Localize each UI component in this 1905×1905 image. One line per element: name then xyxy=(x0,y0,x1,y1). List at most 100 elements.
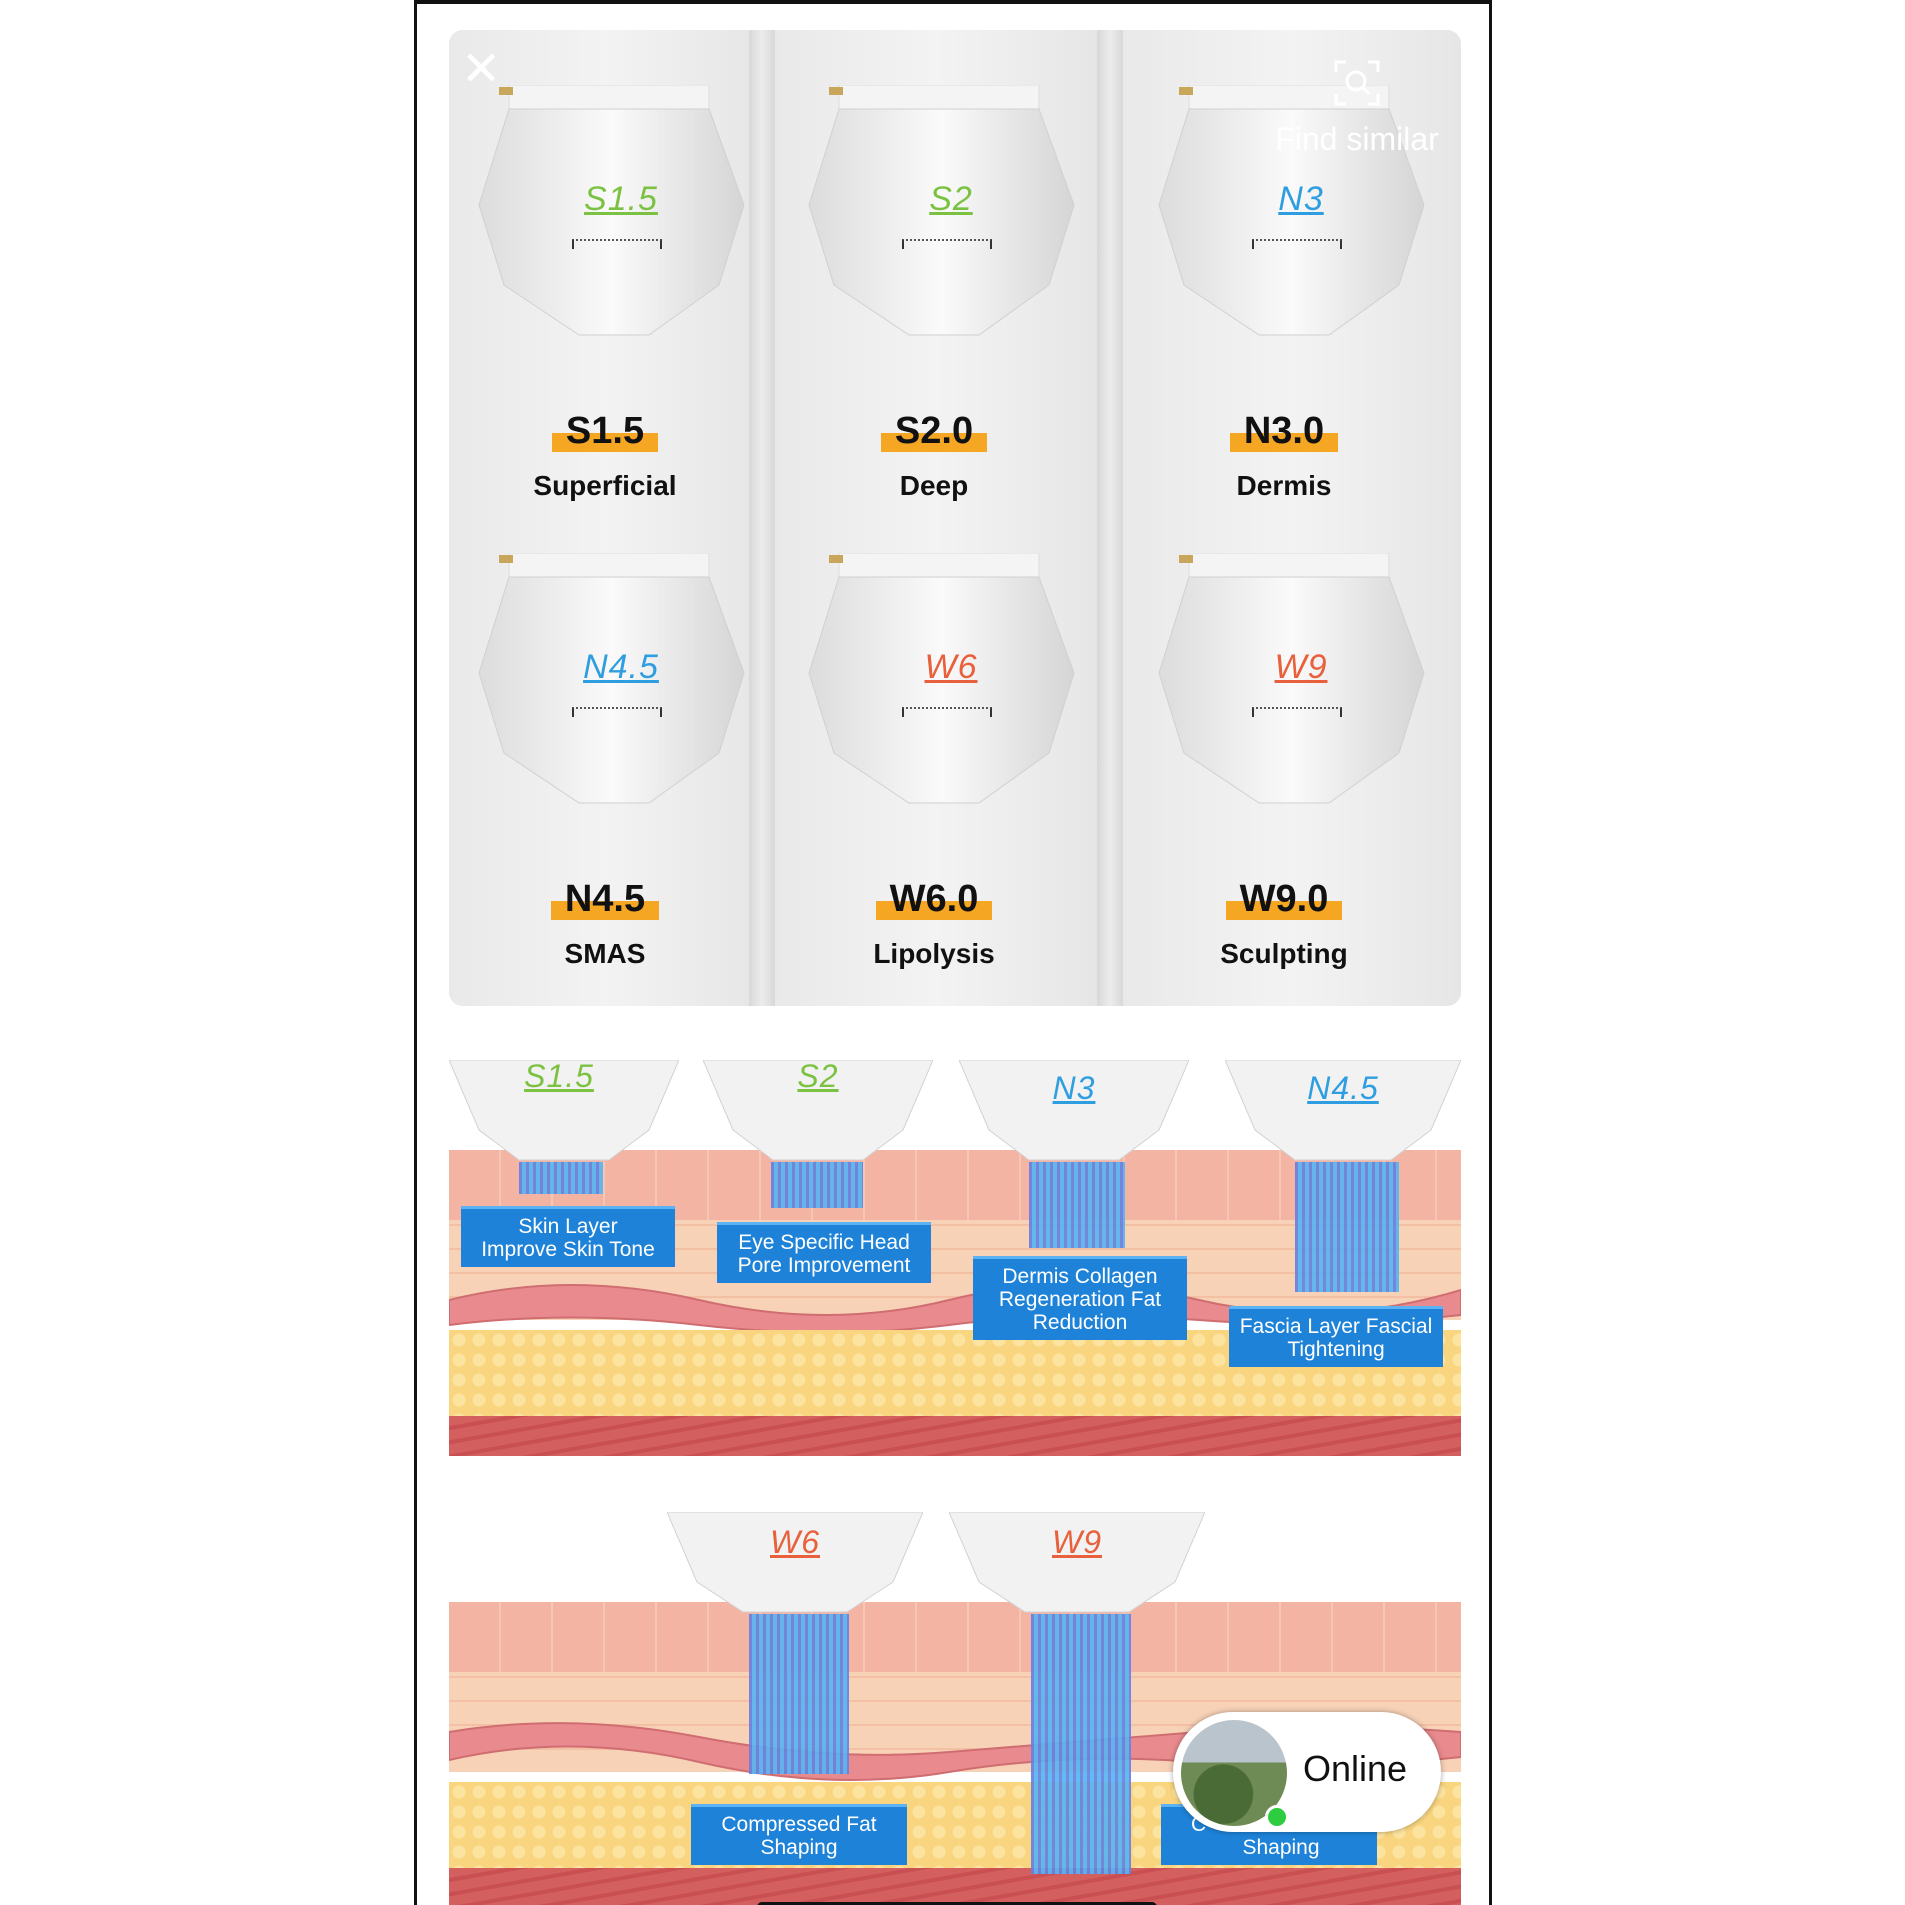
info-box: Fascia Layer Fascial Tightening xyxy=(1229,1306,1443,1367)
ultrasound-beam xyxy=(771,1162,863,1208)
head-cell-s15[interactable]: S1.5 S1.5 Superficial xyxy=(449,30,769,501)
head-code: N3.0 xyxy=(1129,410,1439,453)
find-similar-button[interactable]: Find similar xyxy=(1262,58,1452,158)
depth-scale-icon xyxy=(572,239,662,249)
probe-code-label: W6 xyxy=(924,648,978,686)
close-button[interactable]: ✕ xyxy=(461,46,501,94)
info-box: Dermis Collagen Regeneration Fat Reducti… xyxy=(973,1256,1187,1340)
ultrasound-beam xyxy=(749,1614,849,1774)
diagram-head xyxy=(449,1060,680,1170)
online-chat-button[interactable]: Online xyxy=(1173,1712,1441,1832)
head-code: W9.0 xyxy=(1129,878,1439,921)
close-icon: ✕ xyxy=(461,43,502,96)
info-box: Eye Specific Head Pore Improvement xyxy=(717,1222,931,1283)
magnifier-frame-icon xyxy=(1334,60,1380,106)
head-code: S1.5 xyxy=(449,410,761,453)
epidermis-layer xyxy=(449,1602,1461,1672)
info-line: Pore Improvement xyxy=(737,1254,911,1277)
transducer-probe-icon xyxy=(1158,85,1425,336)
info-line: Eye Specific Head xyxy=(738,1231,910,1254)
head-cell-w90[interactable]: W9 W9.0 Sculpting xyxy=(1129,498,1449,969)
diagram-head xyxy=(1224,1060,1461,1170)
diagram-head xyxy=(702,1060,934,1170)
head-code-text: W6.0 xyxy=(875,878,993,920)
transducer-probe-icon xyxy=(808,85,1075,336)
info-line: Reduction xyxy=(1032,1311,1128,1334)
transducer-probe-icon xyxy=(702,1060,934,1161)
phone-viewport: S1.5 S1.5 Superficial S2 S2.0 Deep N3 xyxy=(414,0,1492,1905)
head-code: W6.0 xyxy=(779,878,1089,921)
ultrasound-beam xyxy=(519,1162,603,1194)
info-line: Tightening xyxy=(1287,1338,1385,1361)
head-description: Dermis xyxy=(1236,470,1332,501)
transducer-probe-icon xyxy=(808,553,1075,804)
head-code-text: S1.5 xyxy=(551,410,659,452)
head-description: Superficial xyxy=(533,470,677,501)
head-code: S2.0 xyxy=(779,410,1089,453)
head-code-text: S2.0 xyxy=(880,410,988,452)
head-description: Sculpting xyxy=(1220,938,1348,969)
info-line: Regeneration Fat xyxy=(998,1288,1162,1311)
grid-divider xyxy=(749,30,775,1006)
info-line: Shaping xyxy=(1242,1836,1320,1859)
transducer-probe-icon xyxy=(478,553,745,804)
grid-divider xyxy=(1097,30,1123,1006)
head-description: SMAS xyxy=(564,938,646,969)
ultrasound-beam xyxy=(1029,1162,1125,1248)
info-line: Shaping xyxy=(760,1836,838,1859)
info-box: Compressed Fat Shaping xyxy=(691,1804,907,1865)
skin-diagram-1: S1.5 Skin Layer Improve Skin Tone S2 Eye… xyxy=(449,1060,1461,1456)
depth-scale-icon xyxy=(1252,239,1342,249)
muscle-layer xyxy=(449,1416,1461,1456)
transducer-probe-icon xyxy=(1224,1060,1461,1161)
diagram-head-code: N3 xyxy=(1052,1070,1096,1106)
diagram-head xyxy=(958,1060,1190,1170)
head-code-text: N4.5 xyxy=(550,878,660,920)
info-line: Dermis Collagen xyxy=(1002,1265,1158,1288)
info-line: Compressed Fat xyxy=(721,1813,877,1836)
home-indicator[interactable] xyxy=(757,1902,1157,1905)
transducer-probe-icon xyxy=(666,1512,924,1613)
transducer-probe-icon xyxy=(958,1060,1190,1161)
diagram-head-code: N4.5 xyxy=(1307,1070,1379,1106)
depth-scale-icon xyxy=(902,707,992,717)
transducer-probe-icon xyxy=(478,85,745,336)
transducer-probe-icon xyxy=(1158,553,1425,804)
head-cell-n45[interactable]: N4.5 N4.5 SMAS xyxy=(449,498,769,969)
transducer-grid: S1.5 S1.5 Superficial S2 S2.0 Deep N3 xyxy=(449,30,1461,1006)
head-cell-n30[interactable]: N3 N3.0 Dermis xyxy=(1129,30,1449,501)
ultrasound-beam xyxy=(1295,1162,1399,1292)
diagram-head-code: W9 xyxy=(1052,1524,1102,1560)
depth-scale-icon xyxy=(572,707,662,717)
info-line: Skin Layer xyxy=(518,1215,618,1238)
diagram-head xyxy=(666,1512,924,1622)
head-code-text: W9.0 xyxy=(1225,878,1343,920)
head-description: Lipolysis xyxy=(873,938,995,969)
online-status-dot xyxy=(1265,1805,1289,1829)
info-line: Fascia Layer Fascial xyxy=(1239,1315,1433,1338)
info-box: Skin Layer Improve Skin Tone xyxy=(461,1206,675,1267)
info-line: Improve Skin Tone xyxy=(481,1238,655,1261)
diagram-head-code: S2 xyxy=(797,1060,839,1094)
online-status-label: Online xyxy=(1303,1748,1408,1789)
transducer-probe-icon xyxy=(449,1060,680,1161)
find-similar-label: Find similar xyxy=(1275,121,1439,157)
depth-scale-icon xyxy=(1252,707,1342,717)
muscle-layer xyxy=(449,1868,1461,1905)
head-cell-s20[interactable]: S2 S2.0 Deep xyxy=(779,30,1099,501)
diagram-head-code: S1.5 xyxy=(524,1060,594,1094)
probe-code-label: S1.5 xyxy=(584,180,658,218)
head-cell-w60[interactable]: W6 W6.0 Lipolysis xyxy=(779,498,1099,969)
probe-code-label: W9 xyxy=(1274,648,1328,686)
probe-code-label: N3 xyxy=(1278,180,1324,218)
probe-code-label: S2 xyxy=(929,180,973,218)
head-code: N4.5 xyxy=(449,878,761,921)
ultrasound-beam xyxy=(1031,1614,1131,1874)
depth-scale-icon xyxy=(902,239,992,249)
probe-code-label: N4.5 xyxy=(583,648,659,686)
head-description: Deep xyxy=(899,470,969,501)
diagram-head-code: W6 xyxy=(770,1524,820,1560)
head-code-text: N3.0 xyxy=(1229,410,1339,452)
diagram-head xyxy=(948,1512,1206,1622)
transducer-probe-icon xyxy=(948,1512,1206,1613)
